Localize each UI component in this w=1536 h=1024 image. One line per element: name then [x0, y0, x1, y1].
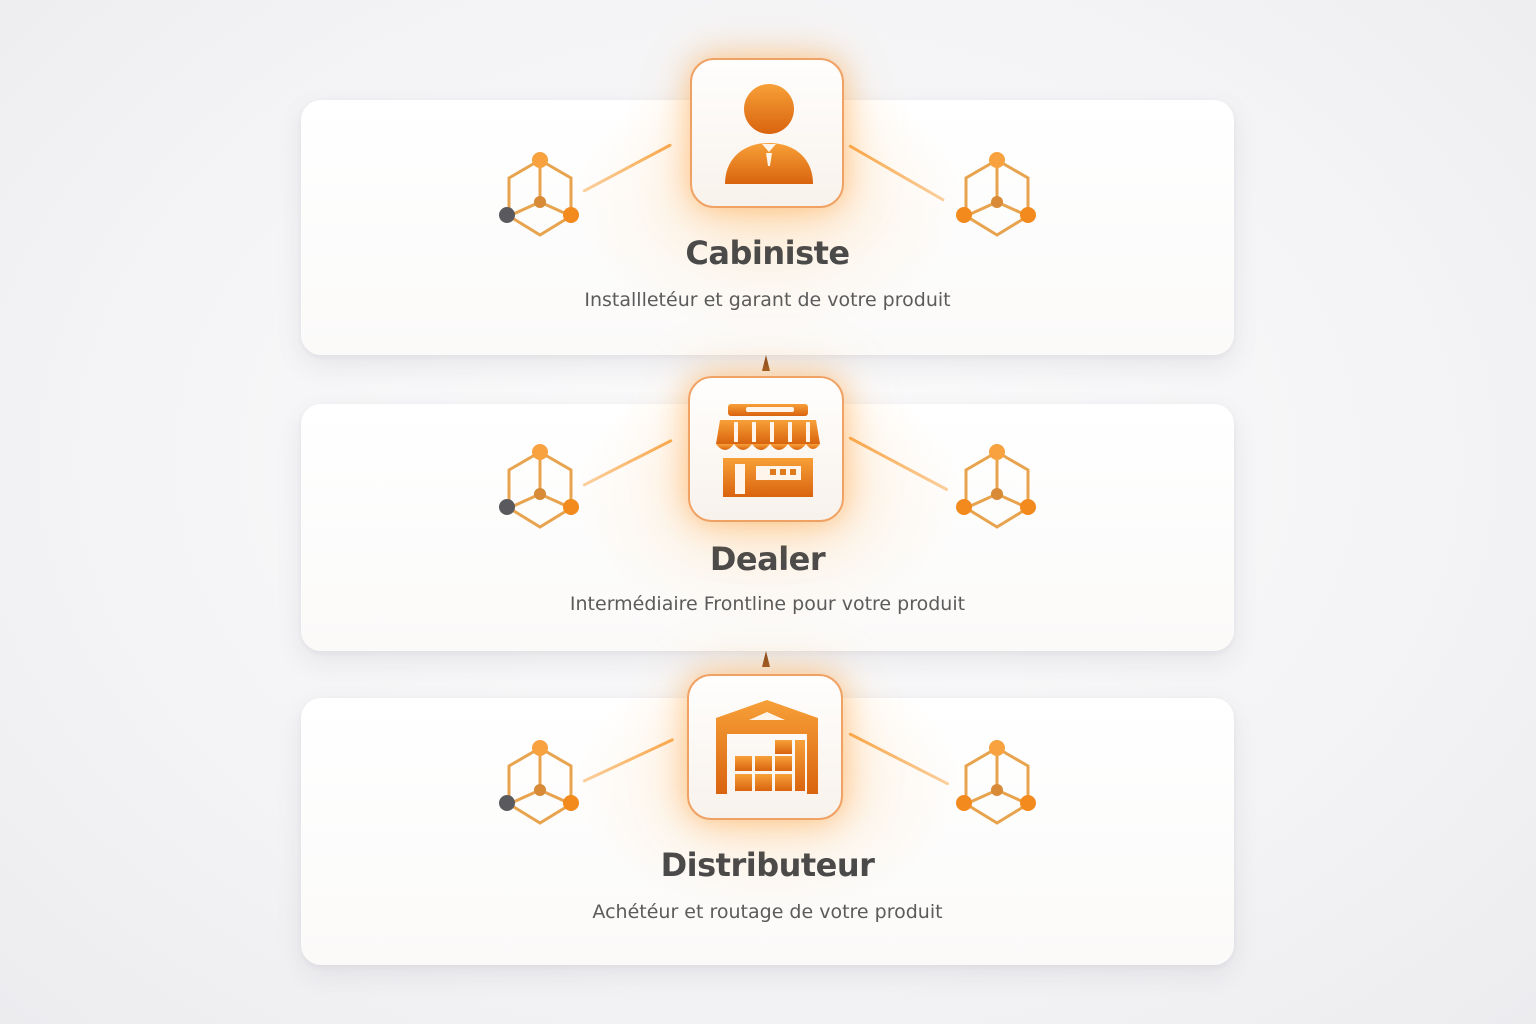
role-title: Dealer	[709, 540, 826, 578]
connector-arrow	[762, 355, 770, 371]
user-icon	[725, 84, 813, 184]
role-icon-tile	[688, 376, 844, 522]
network-hexagon-icon	[499, 152, 579, 237]
network-hexagon-icon	[499, 444, 579, 529]
link-line-left	[582, 143, 672, 193]
role-title: Cabiniste	[685, 234, 850, 272]
role-title: Distributeur	[660, 846, 875, 884]
connector-arrow	[762, 651, 770, 667]
role-description: Achétéur et routage de votre produit	[592, 901, 943, 923]
role-description: Installletéur et garant de votre produit	[584, 289, 951, 311]
storefront-icon	[716, 404, 820, 497]
network-hexagon-icon	[956, 444, 1036, 529]
link-line-right	[848, 436, 949, 492]
link-line-left	[582, 737, 675, 783]
role-icon-tile	[690, 58, 844, 208]
network-hexagon-icon	[499, 740, 579, 825]
network-hexagon-icon	[956, 740, 1036, 825]
link-line-right	[848, 732, 950, 786]
network-hexagon-icon	[956, 152, 1036, 237]
link-line-left	[582, 438, 673, 487]
link-line-right	[848, 144, 946, 202]
role-description: Intermédiaire Frontline pour votre produ…	[569, 593, 966, 615]
role-icon-tile	[687, 674, 843, 820]
warehouse-icon	[716, 700, 818, 794]
